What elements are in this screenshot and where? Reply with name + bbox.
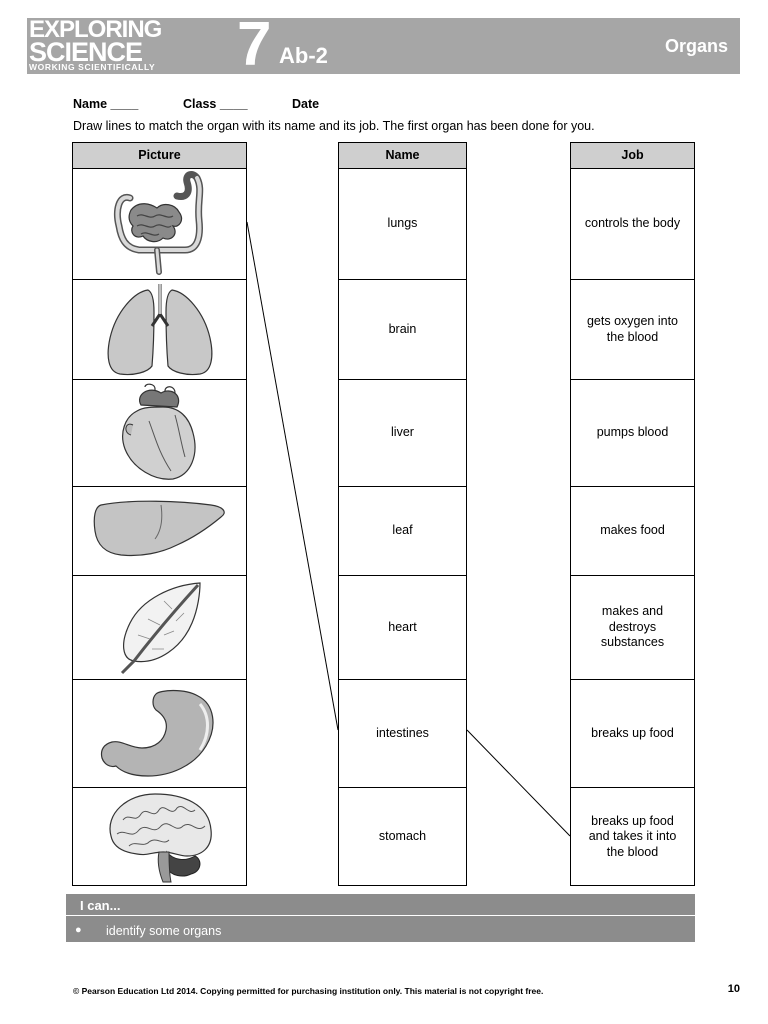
name-cell[interactable]: lungs: [387, 216, 418, 231]
picture-column-header: Picture: [73, 143, 246, 169]
date-field[interactable]: Date: [292, 97, 320, 111]
job-column: Job controls the body gets oxygen into t…: [570, 142, 695, 886]
exploring-science-logo: EXPLORING SCIENCE WORKING SCIENTIFICALLY: [29, 16, 219, 73]
logo-line3: WORKING SCIENTIFICALLY: [29, 62, 156, 72]
job-cell[interactable]: pumps blood: [571, 379, 694, 486]
match-line-name-to-job: [466, 729, 571, 837]
year-number: 7: [237, 10, 272, 79]
name-column: Name lungs brain liver leaf heart intest…: [338, 142, 467, 886]
name-field[interactable]: Name ____: [73, 97, 139, 111]
name-cell[interactable]: liver: [339, 379, 466, 486]
leaf-icon: [120, 581, 201, 674]
header-banner: EXPLORING SCIENCE WORKING SCIENTIFICALLY…: [27, 12, 740, 78]
liver-icon: [93, 500, 225, 557]
match-line-picture-to-name: [246, 221, 339, 731]
i-can-title: I can...: [80, 898, 121, 913]
page-number: 10: [727, 983, 740, 995]
picture-cell-brain[interactable]: [73, 787, 246, 886]
job-column-header: Job: [571, 143, 694, 169]
class-field[interactable]: Class ____: [183, 97, 248, 111]
heart-icon: [121, 383, 196, 480]
intestines-icon: [113, 171, 203, 275]
name-cell[interactable]: leaf: [339, 486, 466, 575]
picture-cell-stomach[interactable]: [73, 679, 246, 787]
bullet-icon: ●: [75, 924, 82, 936]
job-cell[interactable]: breaks up food and takes it into the blo…: [571, 787, 694, 886]
name-cell[interactable]: heart: [339, 575, 466, 679]
picture-column: Picture: [72, 142, 247, 886]
unit-code: Ab-2: [279, 43, 328, 68]
topic-title: Organs: [664, 36, 728, 56]
i-can-item: identify some organs: [106, 924, 222, 938]
name-cell[interactable]: intestines: [339, 679, 466, 787]
job-cell[interactable]: controls the body: [584, 216, 681, 231]
name-cell[interactable]: stomach: [339, 787, 466, 886]
name-column-header: Name: [339, 143, 466, 169]
job-cell[interactable]: makes food: [571, 486, 694, 575]
picture-cell-heart[interactable]: [73, 379, 246, 486]
job-cell[interactable]: gets oxygen into the blood: [571, 279, 694, 379]
i-can-box: I can... ● identify some organs: [66, 894, 695, 942]
copyright-footer: © Pearson Education Ltd 2014. Copying pe…: [73, 986, 544, 996]
picture-cell-leaf[interactable]: [73, 575, 246, 679]
picture-cell-intestines[interactable]: [73, 169, 246, 279]
logo-line1: EXPLORING: [29, 16, 162, 43]
brain-icon: [108, 793, 212, 883]
instructions: Draw lines to match the organ with its n…: [73, 119, 595, 133]
i-can-divider: [66, 915, 695, 916]
name-cell[interactable]: brain: [339, 279, 466, 379]
lungs-icon: [107, 283, 212, 375]
picture-cell-lungs[interactable]: [73, 279, 246, 379]
job-cell[interactable]: makes and destroys substances: [571, 575, 694, 679]
job-cell[interactable]: breaks up food: [571, 679, 694, 787]
picture-cell-liver[interactable]: [73, 486, 246, 575]
logo-line2: SCIENCE: [29, 37, 143, 67]
stomach-icon: [100, 689, 214, 777]
